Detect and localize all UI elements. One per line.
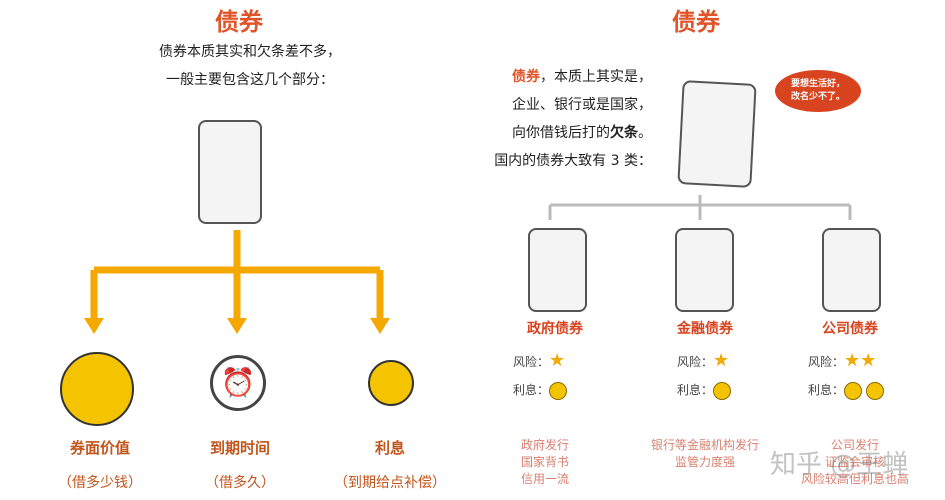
coin-icon <box>549 381 568 400</box>
type-name: 政府债券 <box>527 321 583 337</box>
desc-line: 银行等金融机构发行 <box>650 438 759 452</box>
government-bond-character <box>528 228 587 312</box>
type-desc-government: 政府发行 国家背书 信用一流 <box>485 437 605 488</box>
type-desc-corporate: 公司发行 证监会审核 风险较高但利息也高 <box>785 437 925 488</box>
desc-line: 国家背书 <box>520 455 569 469</box>
intro-line: 向你借钱后打的 <box>512 125 610 141</box>
intro-line: 。 <box>638 125 652 141</box>
bracket-connector <box>548 195 852 220</box>
desc-line: 信用一流 <box>520 472 569 486</box>
star-icon: ★ <box>844 350 861 371</box>
corporate-bond-character <box>822 228 881 312</box>
part-note: （到期给点补偿） <box>334 475 446 491</box>
left-title: 债券 <box>215 8 263 36</box>
coin-icon <box>60 352 134 426</box>
interest-label: 利息： <box>808 383 845 397</box>
watermark: 知乎 @王蝉 <box>770 450 909 480</box>
coin-icon <box>844 381 863 400</box>
coin-icon <box>713 381 732 400</box>
type-name: 公司债券 <box>822 321 878 337</box>
risk-label: 风险： <box>808 355 845 369</box>
interest-label: 利息： <box>513 383 550 397</box>
part-label: 利息 <box>374 439 405 457</box>
coin-icon <box>865 381 884 400</box>
part-note: （借多少钱） <box>58 475 142 491</box>
intro-line: 企业、银行或是国家， <box>512 97 652 113</box>
intro-line: 债券本质其实和欠条差不多， <box>159 44 341 60</box>
desc-line: 监管力度强 <box>674 455 735 469</box>
bond-character-illustration <box>198 120 262 224</box>
part-value: 券面价值 （借多少钱） <box>40 437 160 492</box>
intro-line: 国内的债券大致有 3 类： <box>494 153 652 169</box>
type-desc-financial: 银行等金融机构发行 监管力度强 <box>630 437 780 471</box>
part-label: 券面价值 <box>69 439 130 457</box>
star-icon: ★ <box>549 350 566 371</box>
interest-label: 利息： <box>677 383 714 397</box>
risk-label: 风险： <box>513 355 550 369</box>
intro-highlight: 债券 <box>512 69 540 85</box>
right-title: 债券 <box>672 8 720 36</box>
alarm-clock-icon: ⏰ <box>210 355 266 411</box>
financial-bond-character <box>675 228 734 312</box>
part-maturity: 到期时间 （借多久） <box>180 437 300 492</box>
part-label: 到期时间 <box>209 439 270 457</box>
bond-type-financial: 金融债券 风险：★ 利息： <box>645 318 765 400</box>
speech-bubble: 要想生活好， 改名少不了。 <box>775 70 861 112</box>
desc-line: 政府发行 <box>520 438 569 452</box>
part-note: （借多久） <box>205 475 275 491</box>
desc-line: 证监会审核 <box>824 455 885 469</box>
desc-line: 公司发行 <box>830 438 879 452</box>
intro-bold: 欠条 <box>610 125 638 141</box>
part-interest: 利息 （到期给点补偿） <box>320 437 460 492</box>
star-icon: ★ <box>860 350 877 371</box>
left-intro: 债券本质其实和欠条差不多， 一般主要包含这几个部分： <box>140 38 360 94</box>
intro-line: ，本质上其实是， <box>540 69 652 85</box>
star-icon: ★ <box>713 350 730 371</box>
intro-line: 一般主要包含这几个部分： <box>166 72 334 88</box>
branch-arrows <box>84 230 390 334</box>
bond-character-illustration <box>677 80 757 188</box>
bond-type-corporate: 公司债券 风险：★★ 利息： <box>790 318 910 400</box>
bubble-line: 要想生活好， <box>790 79 845 89</box>
type-name: 金融债券 <box>677 321 733 337</box>
risk-label: 风险： <box>677 355 714 369</box>
desc-line: 风险较高但利息也高 <box>800 472 909 486</box>
coin-icon <box>368 360 414 406</box>
right-intro: 债券，本质上其实是， 企业、银行或是国家， 向你借钱后打的欠条。 国内的债券大致… <box>480 63 652 175</box>
bond-type-government: 政府债券 风险：★ 利息： <box>495 318 615 400</box>
bubble-line: 改名少不了。 <box>790 92 845 102</box>
